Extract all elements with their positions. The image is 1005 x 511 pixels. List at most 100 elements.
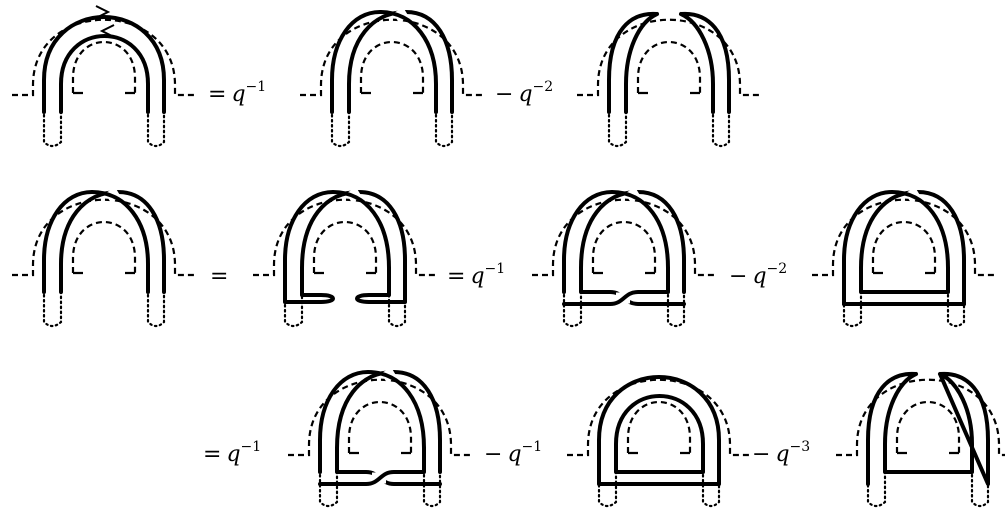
row3-term3-figure [836,371,1005,508]
over-strand [318,370,426,474]
right-foot-loop [666,288,686,328]
row1-term2-coefficient: =q−1 [208,80,266,106]
coefficient-base: q [518,82,533,107]
left-turnback-strand [607,11,659,114]
outer-boundary-arch [253,198,438,277]
outer-boundary-arch [12,198,197,277]
right-foot-loop [422,468,442,508]
over-strand [842,190,950,306]
inner-strand [59,34,150,114]
coefficient-base: q [470,264,485,289]
coefficient-exponent: −2 [766,261,788,277]
over-strand [330,10,438,114]
coefficient-base: q [775,442,790,467]
under-strand [859,190,966,306]
outer-boundary-arch [12,18,197,97]
arrow-head-icon [99,24,115,38]
operator: − [752,442,771,467]
outer-strand [42,15,166,114]
right-foot-loop [146,288,166,328]
row3-term1-figure [288,367,473,508]
operator: = [208,82,227,107]
right-foot-loop [970,468,990,508]
turnback-closed-strand [866,371,990,486]
coefficient-exponent: −1 [484,261,506,277]
left-foot-loop [42,108,63,148]
inner-boundary-arch [71,41,137,93]
coefficient-base: q [231,82,246,107]
inner-boundary-arch [71,221,137,273]
left-foot-loop [42,288,63,328]
left-foot-loop [330,108,351,148]
row-2 [12,187,997,328]
coefficient-base: q [752,264,767,289]
operator: − [484,442,503,467]
right-kink-loop [355,266,407,304]
row3-term2-coefficient: −q−1 [484,440,542,466]
outer-boundary-arch [577,18,762,97]
left-foot-loop [607,108,628,148]
right-foot-loop [434,108,454,148]
right-foot-loop [701,468,721,508]
row1-term3-figure [577,11,762,148]
right-foot-loop [387,288,407,328]
left-foot-loop [842,288,863,328]
row1-term2-figure [300,7,485,148]
inner-boundary-arch [636,41,702,93]
coefficient-exponent: −3 [789,439,811,455]
coefficient-base: q [226,442,241,467]
bottom-band-over [562,266,670,306]
outer-boundary-arch [812,198,997,277]
row1-term3-coefficient: −q−2 [495,80,553,106]
under-strand [335,370,442,474]
bottom-band-over [318,446,426,486]
outer-boundary-arch [836,378,1005,457]
outer-boundary-arch [300,18,485,97]
inner-boundary-arch [871,221,937,273]
row-1 [12,5,762,148]
coefficient-base: q [507,442,522,467]
left-kink-loop [283,266,335,304]
operator: − [495,82,514,107]
right-foot-loop [946,288,966,328]
outer-closed-strand [597,375,721,486]
inner-boundary-arch [312,221,378,273]
row2-lhs-figure [12,187,197,328]
row3-term1-coefficient: =q−1 [203,440,261,466]
row2-term2-figure [253,187,438,328]
left-foot-loop [318,468,339,508]
row1-lhs-figure [12,5,197,148]
over-strand [562,190,670,294]
coefficient-exponent: −1 [245,79,267,95]
inner-boundary-arch [626,401,692,453]
right-turnback-strand [679,11,731,114]
left-foot-loop [597,468,618,508]
row3-term3-coefficient: −q−3 [752,440,810,466]
operator: = [203,442,222,467]
left-foot-loop [562,288,583,328]
row2-term3-figure [532,187,717,328]
operator: − [729,264,748,289]
inner-boundary-arch [359,41,425,93]
row2-term4-figure [812,187,997,328]
over-strand [283,190,391,294]
inner-bottom-arc [859,266,950,294]
left-foot-loop [283,288,304,328]
outer-boundary-arch [567,378,752,457]
under-strand [300,190,407,294]
coefficient-exponent: −2 [532,79,554,95]
right-foot-loop [146,108,166,148]
right-foot-loop [711,108,731,148]
inner-boundary-arch [895,401,961,453]
outer-boundary-arch [532,198,717,277]
coefficient-exponent: −1 [240,439,262,455]
row-3 [288,367,1005,508]
outer-boundary-arch [288,378,473,457]
operator: = [447,264,466,289]
over-strand [42,190,150,294]
row2-term3-coefficient: =q−1 [447,262,505,288]
inner-boundary-arch [347,401,413,453]
left-foot-loop [866,468,887,508]
under-strand [579,190,686,294]
